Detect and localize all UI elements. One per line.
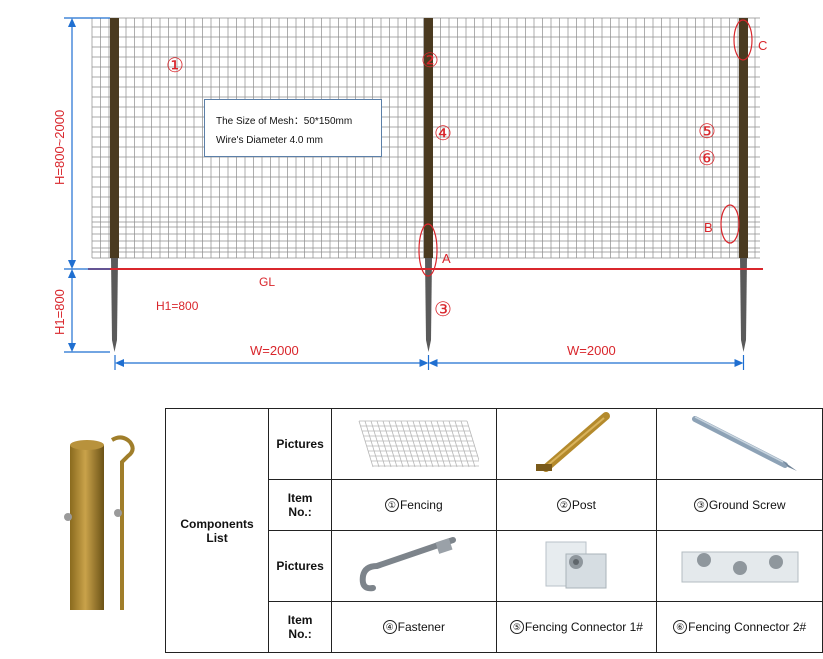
pictures-label-row1: Pictures	[268, 408, 333, 480]
item-label-2: Item	[287, 613, 313, 627]
detail-c-label: C	[758, 38, 767, 53]
post-middle	[424, 18, 433, 352]
connector-2-picture	[656, 530, 823, 602]
post-right	[739, 18, 748, 352]
fastener-picture	[331, 530, 497, 602]
connector-2-image	[681, 551, 799, 582]
ground-screw-image	[691, 415, 797, 471]
item-name-connector-1: Fencing Connector 1#	[524, 619, 643, 634]
item-number-5: ⑤	[509, 620, 524, 635]
item-label-1: Item	[287, 491, 313, 505]
marker-fencing: ①	[166, 55, 184, 77]
height-dimension-label: H=800~2000	[52, 110, 67, 185]
fence-elevation-diagram: GL A B C ① ② ④ ③ ⑤ ⑥ H=800~2000 H1=800 H…	[52, 17, 767, 370]
fencing-picture	[331, 408, 497, 480]
connector-1-image	[545, 541, 607, 588]
width-dimension	[114, 355, 745, 370]
item-number-6: ⑥	[673, 620, 688, 635]
components-title-line1: Components	[180, 516, 254, 531]
item-name-fastener: Fastener	[397, 619, 445, 634]
item-name-connector-2: Fencing Connector 2#	[688, 619, 807, 634]
marker-fastener: ④	[434, 123, 452, 145]
item-number-1: ①	[384, 498, 399, 513]
ground-screw-picture	[656, 408, 823, 480]
h1-dimension-label: H1=800	[52, 289, 67, 335]
width-right-label: W=2000	[567, 343, 616, 358]
item-name-ground-screw: Ground Screw	[708, 497, 786, 512]
item-number-2: ②	[556, 498, 571, 513]
fastener-image	[359, 536, 456, 591]
post-picture	[495, 408, 658, 480]
item-name-post: Post	[571, 497, 596, 512]
components-list-title: Components List	[164, 408, 270, 653]
h1-dimension	[64, 269, 110, 353]
item-no-label-row2: Item No.:	[268, 601, 333, 653]
ground-level-label: GL	[259, 275, 275, 289]
components-title-line2: List	[206, 530, 228, 545]
mesh-spec-box: The Size of Mesh：50*150mm Wire's Diamete…	[204, 99, 382, 157]
wire-diameter-text: Wire's Diameter 4.0 mm	[216, 135, 323, 146]
components-list-table: Components List Pictures Item	[164, 408, 823, 653]
h1-inline-label: H1=800	[156, 299, 199, 313]
no-label-2: No.:	[288, 627, 312, 641]
post-connector-detail-image	[64, 435, 135, 610]
item-number-4: ④	[382, 620, 397, 635]
detail-a-label: A	[442, 251, 451, 266]
marker-connector-1: ⑤	[698, 121, 716, 143]
item-number-3: ③	[693, 498, 708, 513]
no-label-1: No.:	[288, 505, 312, 519]
post-left	[110, 18, 119, 352]
width-left-label: W=2000	[250, 343, 299, 358]
detail-b-ellipse	[720, 204, 740, 244]
detail-a-ellipse	[418, 223, 438, 277]
detail-c-ellipse	[733, 19, 753, 61]
post-image	[536, 411, 611, 472]
height-dimension	[64, 17, 110, 270]
detail-b-label: B	[704, 220, 713, 235]
item-no-label-row1: Item No.:	[268, 479, 333, 531]
marker-connector-2: ⑥	[698, 148, 716, 170]
item-name-fencing: Fencing	[399, 497, 443, 512]
fencing-panel-image	[358, 420, 482, 467]
connector-1-picture	[495, 530, 658, 602]
marker-ground-screw: ③	[434, 299, 452, 321]
mesh-size-text: The Size of Mesh：50*150mm	[216, 116, 353, 127]
marker-post: ②	[421, 50, 439, 72]
pictures-label-row2: Pictures	[268, 530, 333, 602]
